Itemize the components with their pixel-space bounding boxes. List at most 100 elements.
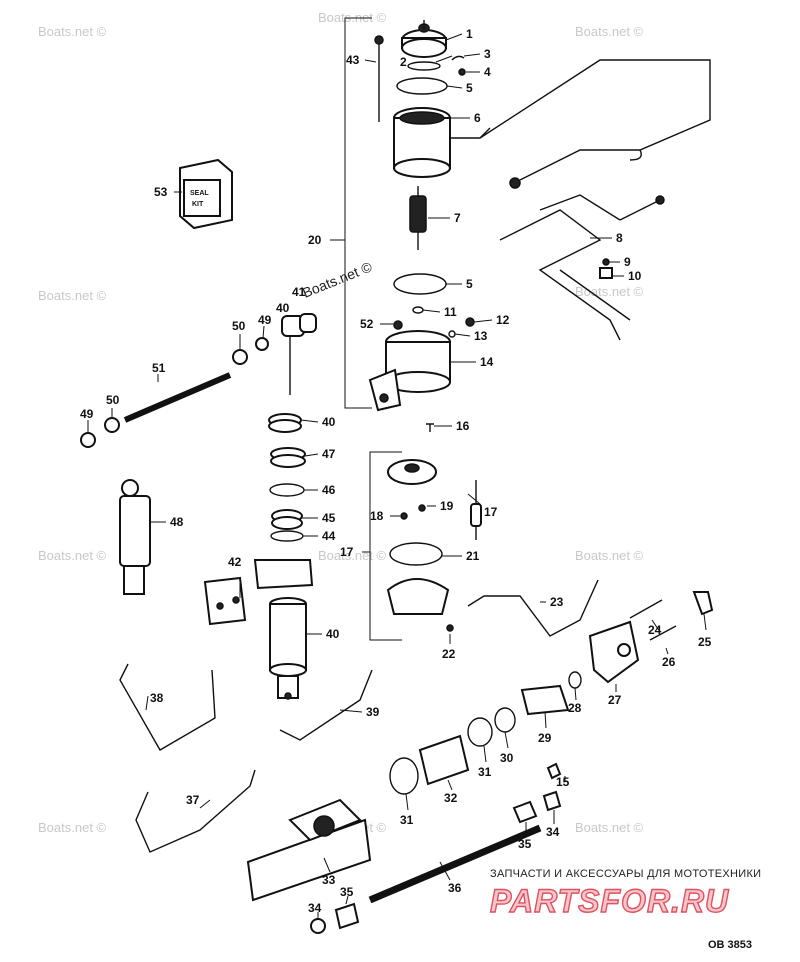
part-23-tube: [467, 579, 599, 637]
callout-34: 34: [546, 825, 560, 839]
callout-44: 44: [322, 529, 336, 543]
part-40-trim-cylinder: [269, 597, 307, 700]
pivot-hardware-upper: [80, 313, 317, 448]
callout-51: 51: [152, 361, 166, 375]
watermark: Boats.net ©: [38, 548, 107, 563]
callout-40: 40: [326, 627, 340, 641]
callout-49: 49: [258, 313, 272, 327]
part-36-rod: [368, 824, 542, 904]
callout-53: 53: [154, 185, 168, 199]
callout-48: 48: [170, 515, 184, 529]
callout-11: 11: [444, 305, 457, 319]
callout-23: 23: [550, 595, 564, 609]
callout-33: 33: [322, 873, 336, 887]
part-39-tube: [279, 669, 373, 741]
seal-kit-label: SEAL: [190, 190, 209, 197]
callout-7: 7: [454, 211, 461, 225]
part-16-pin: [426, 423, 434, 432]
callout-labels: 1 2 3 4 5 6 7 8 9 10 5 11 12 13 14 15 16…: [80, 27, 712, 915]
part-38-tube: [119, 663, 216, 751]
part-42-bracket: [203, 559, 314, 626]
partsfor-logo: ЗАПЧАСТИ И АКСЕССУАРЫ ДЛЯ МОТОТЕХНИКИ PA…: [489, 868, 761, 920]
watermark: Boats.net ©: [575, 820, 644, 835]
callout-26: 26: [662, 655, 676, 669]
callout-4: 4: [484, 65, 491, 79]
part-1-end-cap: [401, 20, 447, 58]
callout-25: 25: [698, 635, 712, 649]
watermark: Boats.net ©: [38, 820, 107, 835]
watermark: Boats.net ©: [575, 548, 644, 563]
piston-stack: [268, 413, 306, 542]
callout-2: 2: [400, 55, 407, 69]
callout-38: 38: [150, 691, 164, 705]
callout-34: 34: [308, 901, 322, 915]
callout-35: 35: [340, 885, 354, 899]
diagram-code: OB 3853: [708, 939, 752, 951]
part-37-tube: [135, 769, 256, 853]
callout-45: 45: [322, 511, 336, 525]
part-7-armature: [409, 186, 427, 250]
callout-30: 30: [500, 751, 514, 765]
callout-12: 12: [496, 313, 510, 327]
callout-28: 28: [568, 701, 582, 715]
callout-17: 17: [484, 505, 498, 519]
callout-15: 15: [556, 775, 570, 789]
callout-50: 50: [106, 393, 120, 407]
brand-logo: PARTSFOR.RU: [490, 883, 729, 919]
callout-18: 18: [370, 509, 384, 523]
callout-14: 14: [480, 355, 494, 369]
callout-10: 10: [628, 269, 642, 283]
callout-36: 36: [448, 881, 462, 895]
callout-13: 13: [474, 329, 488, 343]
callout-27: 27: [608, 693, 622, 707]
watermark-inline: Boats.net ©: [300, 258, 375, 301]
valve-assembly: [386, 459, 482, 632]
callout-47: 47: [322, 447, 336, 461]
fittings-right: [512, 762, 562, 824]
callout-40: 40: [276, 301, 290, 315]
part-11-ring: [412, 306, 424, 314]
callout-50: 50: [232, 319, 246, 333]
part-53-seal-kit: SEAL KIT: [179, 158, 233, 230]
manual-release-hardware: [588, 591, 714, 684]
callout-32: 32: [444, 791, 458, 805]
callout-5: 5: [466, 277, 473, 291]
callout-52: 52: [360, 317, 374, 331]
part-52-screw: [393, 320, 403, 330]
part-43-bolt: [374, 35, 384, 122]
callout-29: 29: [538, 731, 552, 745]
piston-parts-lower: [389, 671, 582, 795]
callout-46: 46: [322, 483, 336, 497]
callout-3: 3: [484, 47, 491, 61]
callout-43: 43: [346, 53, 360, 67]
leader-lines: [87, 33, 707, 918]
callout-31: 31: [400, 813, 414, 827]
callout-8: 8: [616, 231, 623, 245]
callout-31: 31: [478, 765, 492, 779]
part-5-o-ring: [396, 77, 448, 95]
callout-9: 9: [624, 255, 631, 269]
watermark: Boats.net ©: [575, 284, 644, 299]
watermark: Boats.net ©: [38, 288, 107, 303]
callout-41: 41: [292, 285, 306, 299]
callout-17: 17: [340, 545, 354, 559]
watermark: Boats.net ©: [575, 24, 644, 39]
fittings-lower: [310, 902, 360, 934]
part-12-screw: [465, 317, 475, 327]
part-48-shock-cylinder: [119, 479, 151, 595]
part-33-manifold: [246, 798, 372, 902]
callout-20: 20: [308, 233, 322, 247]
part-2-3-4-small-parts: [407, 55, 466, 76]
part-14-pump-body: [368, 330, 451, 412]
callout-40: 40: [322, 415, 336, 429]
callout-42: 42: [228, 555, 242, 569]
part-8-wiring-harness: [479, 59, 711, 341]
callout-35: 35: [518, 837, 532, 851]
callout-6: 6: [474, 111, 481, 125]
callout-5: 5: [466, 81, 473, 95]
callout-49: 49: [80, 407, 94, 421]
callout-1: 1: [466, 27, 473, 41]
callout-16: 16: [456, 419, 470, 433]
